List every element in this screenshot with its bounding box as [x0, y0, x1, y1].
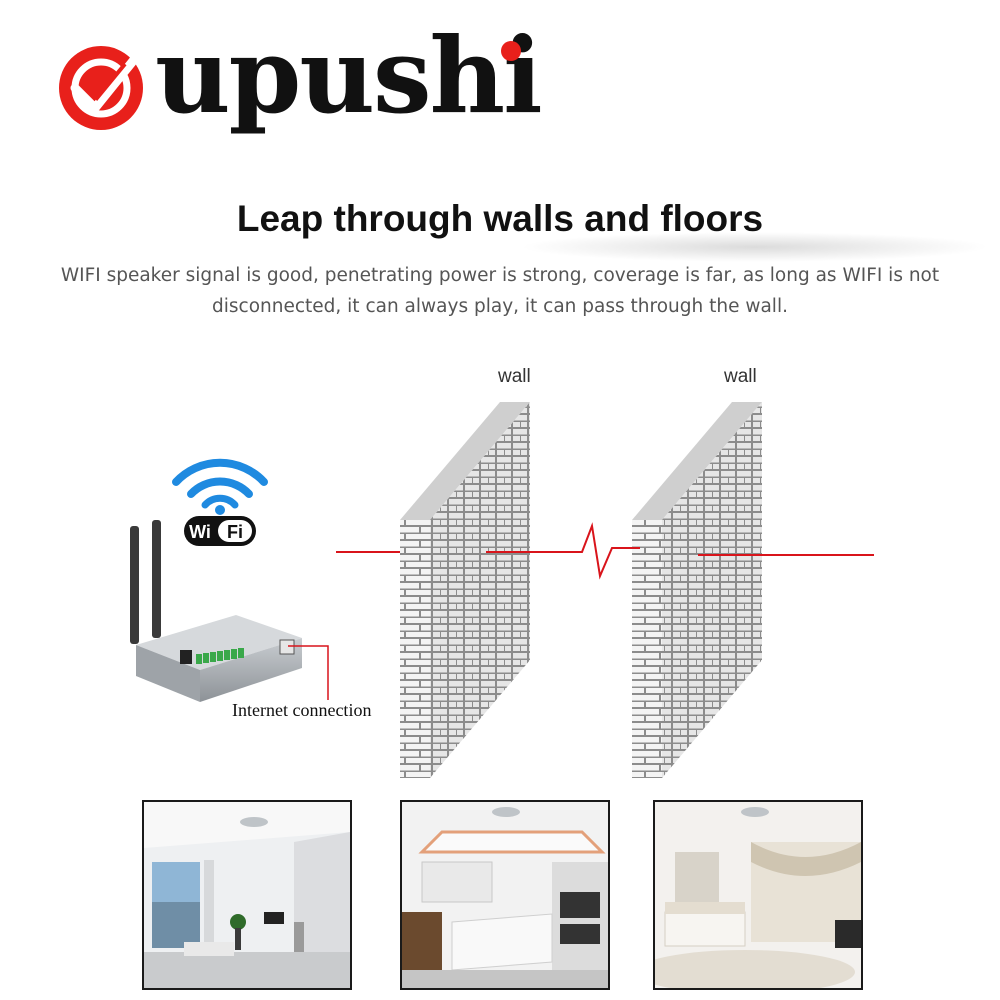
- photo-living-room: [142, 800, 352, 990]
- page-title: Leap through walls and floors: [236, 198, 764, 239]
- brand-logo: upushi: [55, 24, 543, 148]
- wall-1: [400, 402, 530, 778]
- logo-dot: [501, 41, 521, 61]
- svg-text:Wi: Wi: [189, 522, 211, 542]
- logo-text: upushi: [155, 14, 543, 137]
- diagram-canvas: Wi Fi: [130, 402, 874, 778]
- photo-bedroom: [653, 800, 863, 990]
- photo-kitchen: [400, 800, 610, 990]
- wall-label-2: wall: [724, 366, 757, 387]
- router-device: [130, 520, 302, 702]
- page-description: WIFI speaker signal is good, penetrating…: [60, 265, 940, 317]
- wifi-signal-icon: [172, 458, 268, 515]
- wall-label-1: wall: [498, 366, 531, 387]
- logo-mark-icon: [59, 46, 143, 130]
- headline-swoosh: [520, 232, 990, 262]
- wifi-badge-icon: Wi Fi: [184, 516, 256, 546]
- signal-line: [336, 522, 874, 580]
- wifi-diagram: wall wall: [0, 330, 1000, 800]
- svg-text:Fi: Fi: [227, 522, 243, 542]
- wall-2: [632, 402, 762, 778]
- internet-connection-label: Internet connection: [232, 700, 372, 720]
- connection-pointer: [288, 645, 329, 700]
